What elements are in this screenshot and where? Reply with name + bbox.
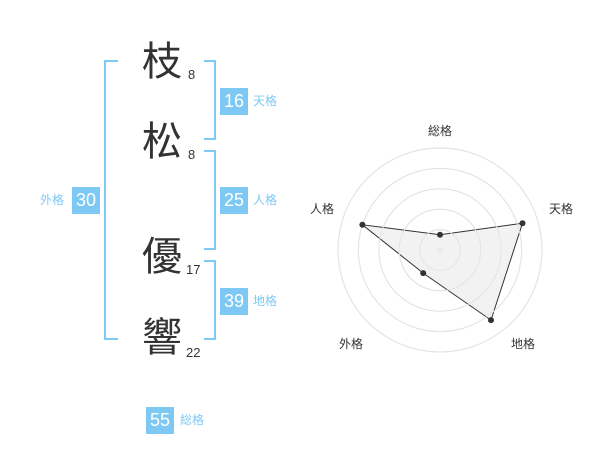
stroke-count-3: 17 — [186, 262, 201, 277]
radar-ring-overlay-3 — [378, 188, 502, 312]
tenkaku-label: 天格 — [253, 94, 278, 108]
radar-label-tenkaku: 天格 — [549, 202, 574, 216]
chikaku-bracket — [204, 260, 216, 340]
jinkaku-label: 人格 — [253, 193, 278, 207]
radar-point-tenkaku — [519, 220, 526, 227]
radar-point-gaikaku — [420, 270, 427, 277]
radar-label-jinkaku: 人格 — [310, 202, 335, 216]
jinkaku-bracket — [204, 150, 216, 250]
radar-polygon — [360, 222, 524, 321]
radar-ring-overlay-4 — [357, 167, 523, 333]
gaikaku-bracket — [104, 60, 118, 340]
gaikaku-value: 30 — [72, 187, 100, 214]
name-char-1: 枝 — [142, 39, 182, 85]
radar-ring-overlay-5 — [337, 147, 543, 353]
radar-ring-overlay-1 — [419, 229, 461, 271]
radar-label-gaikaku: 外格 — [339, 337, 364, 351]
name-char-3: 優 — [142, 234, 182, 280]
stroke-count-1: 8 — [188, 67, 196, 82]
chikaku-value: 39 — [220, 288, 248, 315]
soukaku-value: 55 — [146, 407, 174, 434]
name-char-2: 松 — [142, 119, 182, 165]
radar-ring-overlay-2 — [398, 208, 482, 292]
gaikaku-label: 外格 — [40, 193, 65, 207]
stroke-count-4: 22 — [186, 345, 201, 360]
tenkaku-value: 16 — [220, 88, 248, 115]
soukaku-label: 総格 — [180, 413, 205, 427]
stroke-count-2: 8 — [188, 147, 196, 162]
radar-label-chikaku: 地格 — [511, 337, 536, 351]
tenkaku-bracket — [204, 60, 216, 140]
radar-label-soukaku: 総格 — [428, 124, 453, 138]
radar-point-chikaku — [488, 317, 494, 324]
chikaku-label: 地格 — [253, 294, 278, 308]
name-char-4: 響 — [142, 315, 182, 361]
radar-point-jinkaku — [359, 221, 366, 228]
jinkaku-value: 25 — [220, 187, 248, 214]
radar-point-soukaku — [437, 231, 443, 238]
